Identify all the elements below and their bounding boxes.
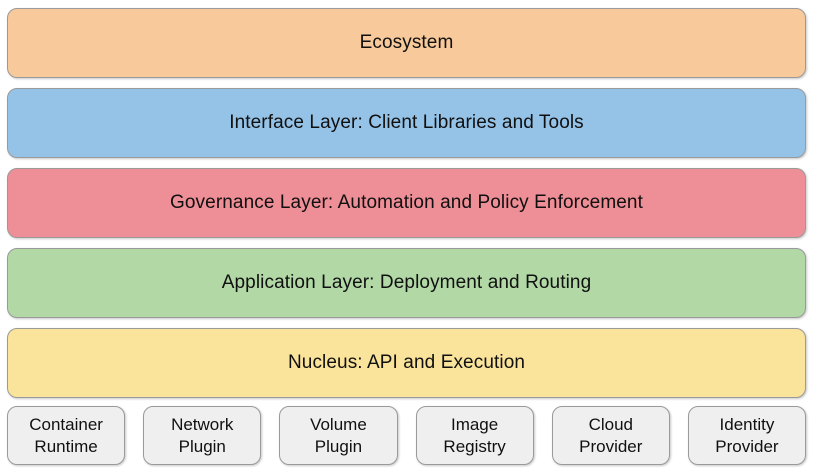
component-label-line1: Volume	[310, 415, 367, 435]
component-label-line2: Plugin	[314, 436, 363, 456]
component-box-network-plugin[interactable]: Network Plugin	[143, 406, 262, 465]
component-label-line1: Network	[171, 415, 234, 435]
layer-band-governance-layer[interactable]: Governance Layer: Automation and Policy …	[7, 168, 806, 238]
layer-band-application-layer[interactable]: Application Layer: Deployment and Routin…	[7, 248, 806, 318]
component-row: Container Runtime Network Plugin Volume …	[7, 406, 807, 465]
component-box-container-runtime[interactable]: Container Runtime	[7, 406, 126, 465]
layer-stack: Ecosystem Interface Layer: Client Librar…	[7, 8, 806, 398]
component-label-line1: Cloud	[588, 415, 633, 435]
layer-label-application-layer: Application Layer: Deployment and Routin…	[221, 272, 592, 294]
component-label-line2: Registry	[443, 436, 506, 456]
component-label-line1: Identity	[719, 415, 775, 435]
component-label-line1: Image	[450, 415, 499, 435]
component-label-line2: Provider	[715, 436, 779, 456]
component-label-line2: Provider	[579, 436, 643, 456]
layer-label-nucleus: Nucleus: API and Execution	[287, 352, 526, 374]
layer-label-governance-layer: Governance Layer: Automation and Policy …	[170, 192, 643, 214]
layer-band-ecosystem[interactable]: Ecosystem	[7, 8, 806, 78]
component-label-line1: Container	[29, 415, 103, 435]
layer-band-interface-layer[interactable]: Interface Layer: Client Libraries and To…	[7, 88, 806, 158]
component-box-identity-provider[interactable]: Identity Provider	[687, 406, 807, 465]
layer-band-nucleus[interactable]: Nucleus: API and Execution	[7, 328, 806, 398]
component-box-volume-plugin[interactable]: Volume Plugin	[279, 406, 398, 465]
component-label-line2: Runtime	[34, 436, 98, 456]
component-box-image-registry[interactable]: Image Registry	[415, 406, 534, 465]
layer-label-ecosystem: Ecosystem	[359, 32, 454, 54]
layer-label-interface-layer: Interface Layer: Client Libraries and To…	[229, 112, 584, 134]
component-box-cloud-provider[interactable]: Cloud Provider	[551, 406, 670, 465]
component-label-line2: Plugin	[178, 436, 226, 456]
